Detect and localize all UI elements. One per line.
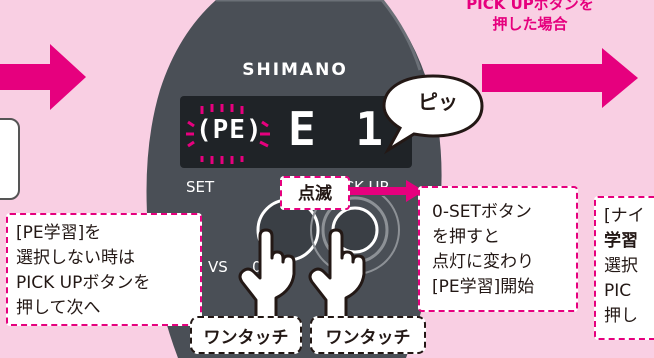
callout-right-line5: 押し	[604, 306, 638, 326]
callout-left-line3: PICK UPボタンを	[16, 273, 151, 293]
header-caption-line2: 押した場合	[492, 15, 568, 33]
one-touch-tag: ワンタッチ	[190, 316, 302, 354]
sound-label: ピッ	[418, 90, 458, 114]
vs-label: VS	[208, 258, 228, 276]
callout-left-line2: 選択しない時は	[16, 248, 135, 268]
callout-right-line3: 選択	[604, 256, 638, 276]
lcd-screen	[180, 96, 412, 168]
callout-right-line1: [ナイ	[604, 206, 645, 226]
one-touch-tag: ワンタッチ	[310, 316, 426, 354]
set-label: SET	[186, 178, 215, 196]
hand-icon	[238, 228, 296, 328]
callout-center-line2: を押すと	[432, 227, 500, 247]
callout-center: 0-SETボタン を押すと 点灯に変わり [PE学習]開始	[418, 186, 578, 312]
callout-left-line4: 押して次へ	[16, 298, 101, 318]
callout-left: [PE学習]を 選択しない時は PICK UPボタンを 押して次へ	[6, 213, 202, 326]
callout-center-line1: 0-SETボタン	[432, 202, 532, 222]
speech-bubble	[382, 74, 484, 155]
lcd-error-code: E 1	[288, 102, 390, 156]
callout-center-line3: 点灯に変わり	[432, 252, 534, 272]
arrow-right-icon	[482, 48, 638, 108]
blink-marks-icon	[186, 104, 270, 164]
brand-logo: SHIMANO	[242, 60, 348, 80]
previous-panel	[0, 118, 20, 200]
callout-left-line1: [PE学習]を	[16, 223, 102, 243]
callout-right-line4: PIC	[604, 281, 632, 301]
header-caption: PICK UPボタンを 押した場合	[440, 0, 620, 34]
callout-right-line2: 学習	[604, 231, 638, 251]
hand-icon	[308, 228, 366, 328]
callout-right: [ナイ 学習 選択 PIC 押し	[594, 196, 654, 340]
blink-tag: 点滅	[280, 176, 350, 210]
device-buttons	[256, 196, 400, 275]
callout-center-line4: [PE学習]開始	[432, 277, 535, 297]
arrow-right-icon	[0, 44, 86, 110]
lcd-mode: (PE)	[196, 115, 263, 145]
header-caption-line1: PICK UPボタンを	[466, 0, 594, 13]
pointer-arrow-icon	[348, 180, 424, 202]
